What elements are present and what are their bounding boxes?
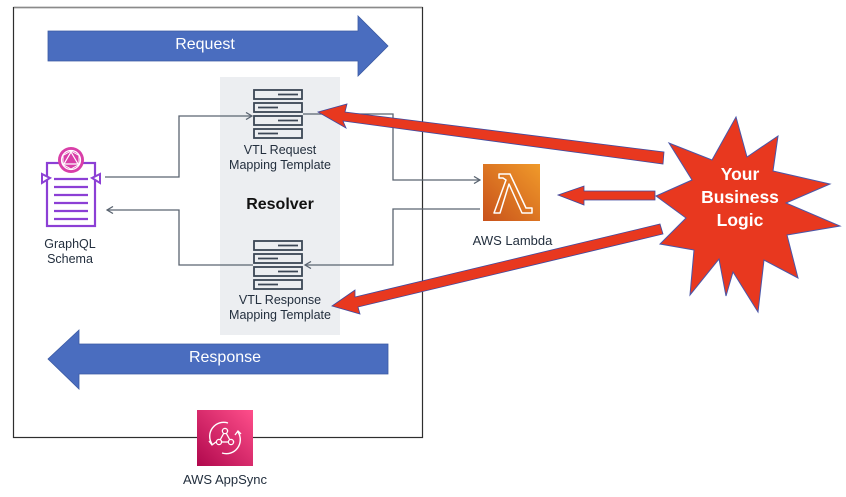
response-template-label: VTL Response Mapping Template — [220, 293, 340, 323]
schema-label-line2: Schema — [47, 252, 93, 266]
schema-label-line1: GraphQL — [44, 237, 96, 251]
lambda-icon — [483, 164, 540, 221]
business-logic-line1: Your — [720, 164, 760, 184]
template-stack-icon — [253, 89, 303, 139]
business-logic-line2: Business — [701, 187, 779, 207]
business-logic-starburst — [655, 115, 842, 314]
appsync-label: AWS AppSync — [182, 472, 268, 487]
response-template-label-line2: Mapping Template — [229, 308, 331, 322]
resolver-title: Resolver — [246, 196, 314, 213]
request-template-label-line1: VTL Request — [243, 143, 317, 157]
appsync-icon — [197, 410, 253, 466]
request-arrow — [47, 15, 389, 77]
business-logic-arrow-to-request-template — [316, 103, 665, 165]
graphql-schema-icon — [41, 147, 101, 228]
connector-schema-to-request — [105, 116, 252, 178]
connector-lambda-to-response — [305, 208, 480, 265]
request-arrow-label: Request — [175, 36, 235, 53]
business-logic-arrow-to-response-template — [331, 223, 664, 315]
request-template-label: VTL Request Mapping Template — [220, 143, 340, 173]
response-template-label-line1: VTL Response — [238, 293, 322, 307]
template-stack-icon — [253, 240, 303, 290]
connector-response-to-schema — [107, 210, 253, 266]
business-logic-label: Your Business Logic — [690, 163, 790, 232]
business-logic-arrow-to-lambda — [556, 185, 656, 206]
request-template-label-line2: Mapping Template — [229, 158, 331, 172]
business-logic-line3: Logic — [716, 210, 764, 230]
response-arrow-label: Response — [188, 349, 262, 366]
lambda-label: AWS Lambda — [472, 233, 553, 248]
response-arrow — [47, 329, 389, 390]
schema-label: GraphQL Schema — [20, 237, 120, 267]
